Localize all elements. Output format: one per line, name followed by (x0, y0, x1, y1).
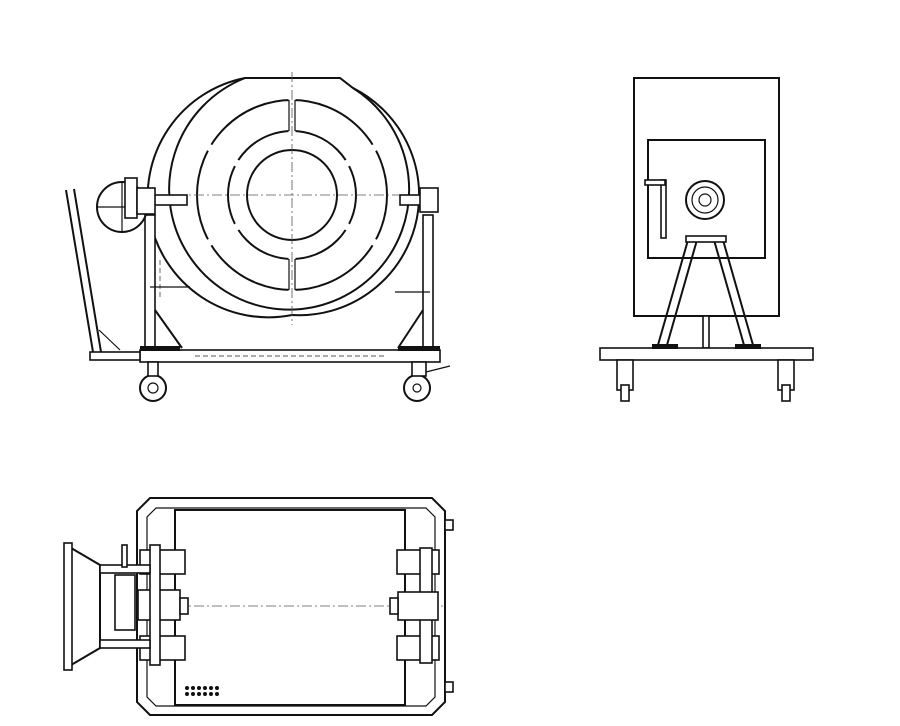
casters (616, 359, 795, 402)
casters (139, 361, 451, 402)
hand-wheel (96, 177, 156, 233)
top-view (63, 497, 454, 716)
left-mechanism (63, 542, 219, 696)
frame (65, 187, 441, 363)
right-mechanism (389, 547, 440, 664)
front-view (65, 72, 451, 402)
side-view (599, 77, 814, 402)
drum (140, 72, 440, 325)
